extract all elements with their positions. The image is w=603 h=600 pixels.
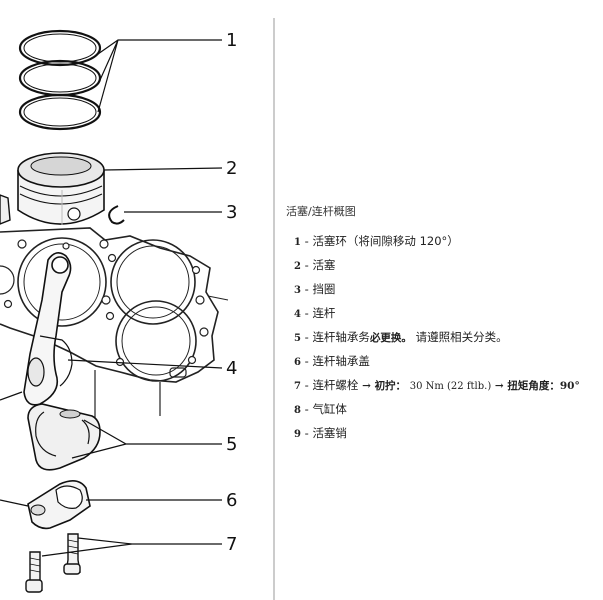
legend-sep: - (304, 354, 309, 368)
legend-sep: - (304, 258, 309, 272)
legend-sep: - (304, 234, 309, 248)
legend-strong: 扭矩角度：90° (507, 380, 580, 392)
piston-pin (0, 194, 11, 225)
callout-4: 4 (226, 358, 237, 379)
legend-num: 4 (294, 309, 301, 320)
legend-num: 7 (294, 381, 301, 392)
bearing-cap (27, 480, 91, 530)
connecting-rod (23, 252, 73, 406)
legend-item-2: 2 - 活塞 (294, 253, 603, 277)
callout-7: 7 (226, 534, 237, 555)
legend-item-4: 4 - 连杆 (294, 301, 603, 325)
piston (17, 152, 105, 225)
callout-5: 5 (226, 434, 237, 455)
legend-text: 挡圈 (312, 282, 336, 296)
legend-text: 连杆 (312, 306, 336, 320)
legend-num: 1 (294, 237, 301, 248)
legend-item-9: 9 - 活塞销 (294, 421, 603, 445)
legend-sep: - (304, 378, 309, 392)
callout-1: 1 (226, 30, 237, 51)
cylinder-block (0, 227, 229, 430)
legend-text: 连杆螺栓 (312, 378, 359, 392)
piston-rings (18, 29, 102, 131)
arrow-icon: → (362, 380, 371, 392)
legend-text: 活塞销 (312, 426, 347, 440)
legend-tail: 请遵照相关分类。 (415, 330, 508, 344)
legend-item-5: 5 - 连杆轴承务必更换。 请遵照相关分类。 (294, 325, 603, 349)
legend-item-1: 1 - 活塞环（将间隙移动 120°） (294, 229, 603, 253)
legend-list: 1 - 活塞环（将间隙移动 120°） 2 - 活塞 3 - 挡圈 4 - 连杆… (286, 229, 603, 445)
legend-item-8: 8 - 气缸体 (294, 397, 603, 421)
legend-sep: - (304, 402, 309, 416)
circlip (108, 205, 125, 225)
legend-title: 活塞/连杆概图 (286, 205, 356, 218)
legend-text: 活塞环（将间隙移动 120°） (312, 234, 459, 248)
legend-sep: - (304, 426, 309, 440)
legend-num: 6 (294, 357, 301, 368)
callout-6: 6 (226, 490, 237, 511)
legend-num: 5 (294, 333, 301, 344)
legend: 活塞/连杆概图 1 - 活塞环（将间隙移动 120°） 2 - 活塞 3 - 挡… (286, 203, 603, 445)
legend-num: 8 (294, 405, 301, 416)
bearing-shells (27, 403, 101, 471)
leader-lines (0, 39, 223, 557)
callout-3: 3 (226, 202, 237, 223)
legend-text: 活塞 (312, 258, 336, 272)
legend-sep: - (304, 306, 309, 320)
legend-item-6: 6 - 连杆轴承盖 (294, 349, 603, 373)
arrow-icon: → (494, 380, 504, 392)
callout-2: 2 (226, 158, 237, 179)
legend-sep: - (304, 282, 309, 296)
legend-text: 连杆轴承务 (312, 330, 370, 344)
legend-num: 9 (294, 429, 301, 440)
legend-strong: 初拧： (374, 380, 407, 392)
legend-item-7: 7 - 连杆螺栓 → 初拧： 30 Nm (22 ftlb.) → 扭矩角度：9… (294, 373, 603, 397)
legend-item-3: 3 - 挡圈 (294, 277, 603, 301)
legend-text: 气缸体 (312, 402, 347, 416)
legend-sep: - (304, 330, 309, 344)
legend-num: 3 (294, 285, 301, 296)
legend-num: 2 (294, 261, 301, 272)
legend-torque: 30 Nm (22 ftlb.) (409, 381, 492, 392)
legend-text: 连杆轴承盖 (312, 354, 370, 368)
legend-strong: 必更换。 (369, 332, 412, 344)
rod-bolts (25, 533, 81, 593)
